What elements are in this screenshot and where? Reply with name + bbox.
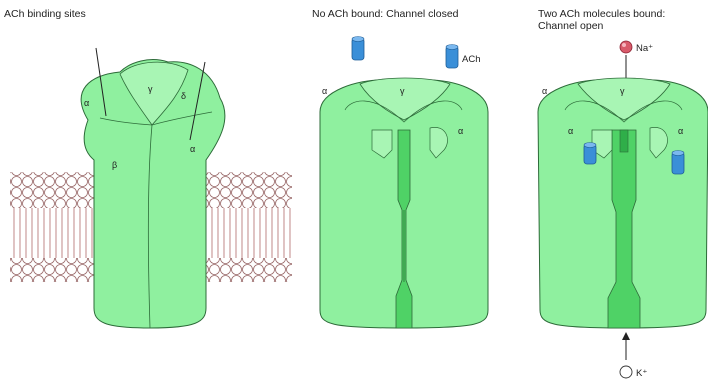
p2-alpha-left-label: α (322, 86, 327, 96)
receptor-3d (81, 48, 225, 328)
p1-alpha-left-label: α (84, 98, 89, 108)
receptor-open (538, 78, 708, 328)
potassium-ion (620, 366, 632, 378)
p3-alpha-inner-label: α (568, 126, 573, 136)
membrane-right (196, 172, 292, 282)
p1-alpha-right-label: α (190, 144, 195, 154)
ach-bound-left (584, 143, 596, 165)
panel-channel-closed: No ACh bound: Channel closed ACh α γ (312, 8, 488, 328)
panel-binding-sites: ACh binding sites (4, 8, 292, 328)
p2-alpha-right-label: α (458, 126, 463, 136)
ach-molecule-1 (352, 37, 364, 61)
panel-channel-open: Two ACh molecules bound: Channel open Na… (538, 8, 708, 379)
k-arrowhead (622, 332, 630, 340)
k-label: K⁺ (636, 368, 647, 379)
p3-alpha-left-label: α (542, 86, 547, 96)
na-label: Na⁺ (636, 43, 653, 54)
sodium-ion (620, 41, 632, 53)
panel3-title-line1: Two ACh molecules bound: (538, 8, 665, 20)
p2-gamma-label: γ (400, 86, 405, 96)
receptor-closed (320, 78, 488, 328)
ach-bound-right (672, 151, 684, 175)
p1-beta-label: β (112, 160, 117, 170)
panel3-title-line2: Channel open (538, 20, 604, 32)
ach-label: ACh (462, 54, 480, 65)
panel1-title: ACh binding sites (4, 8, 86, 20)
panel2-title: No ACh bound: Channel closed (312, 8, 459, 20)
p3-gamma-label: γ (620, 86, 625, 96)
p1-delta-label: δ (181, 91, 186, 101)
ach-molecule-2 (446, 45, 458, 69)
p1-gamma-label: γ (148, 84, 153, 94)
membrane-left (10, 172, 102, 282)
p3-alpha-right-label: α (678, 126, 683, 136)
